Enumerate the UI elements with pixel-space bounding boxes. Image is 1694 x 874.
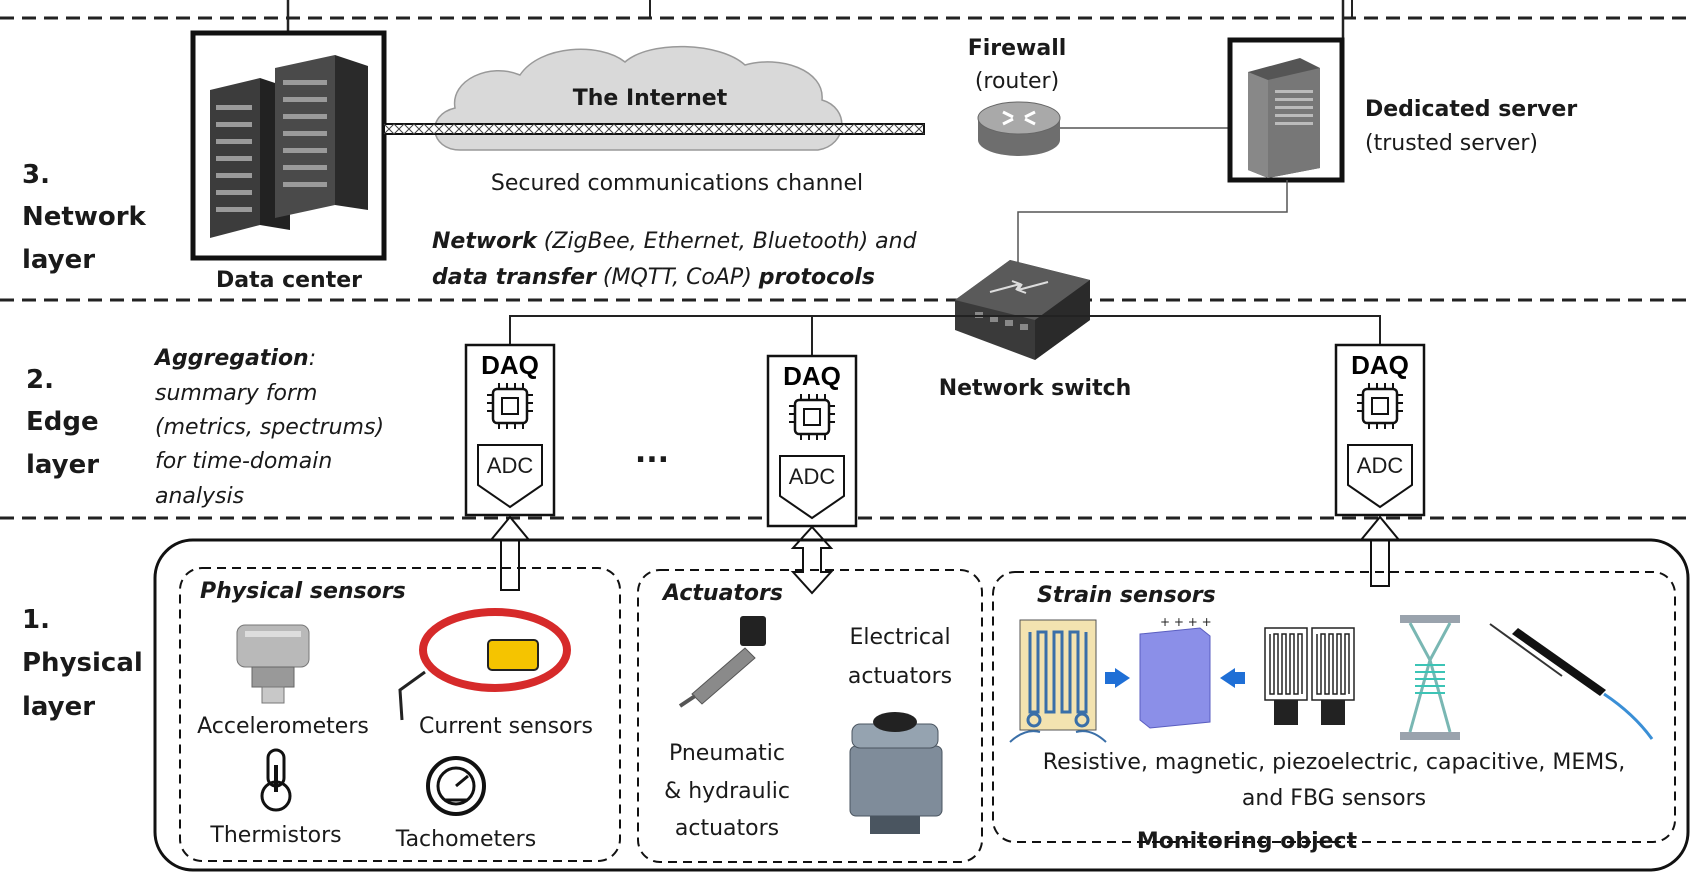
server-switch-link xyxy=(1017,180,1288,270)
svg-text:3.: 3. xyxy=(22,160,50,190)
svg-text:layer: layer xyxy=(26,450,99,480)
dedicated-server-label: Dedicated server xyxy=(1365,97,1577,122)
thermometer-icon xyxy=(260,748,292,812)
svg-text:Edge: Edge xyxy=(26,407,99,437)
physical-sensors-group: Physical sensors Accelerometers Current … xyxy=(179,567,621,862)
bidirectional-arrow-actuators xyxy=(790,525,834,595)
current-sensors-label: Current sensors xyxy=(419,714,593,739)
piezoelectric-sensor-icon: + + + + xyxy=(1105,615,1245,729)
protocols-data-transfer-rest: (MQTT, CoAP) xyxy=(596,265,759,290)
daq-label: DAQ xyxy=(783,361,841,391)
adc-block: ADC xyxy=(779,455,845,520)
protocols-protocols-bold: protocols xyxy=(758,265,875,290)
adc-block: ADC xyxy=(1347,444,1413,509)
protocols-network-bold: Network xyxy=(432,229,538,254)
up-arrow-physical-sensors xyxy=(488,515,532,591)
accelerometer-icon xyxy=(236,624,310,704)
physical-layer-label: 1. Physical layer xyxy=(22,605,143,722)
daq-label: DAQ xyxy=(1351,350,1409,380)
edge-layer-label: 2. Edge layer xyxy=(26,365,99,480)
svg-text:layer: layer xyxy=(22,245,95,275)
mems-sensor-icon xyxy=(1400,615,1460,740)
current-sensor-icon xyxy=(398,608,571,721)
server-tower-icon xyxy=(1248,58,1320,178)
protocols-network-rest: (ZigBee, Ethernet, Bluetooth) and xyxy=(537,229,918,254)
svg-text:Network: Network xyxy=(22,202,147,232)
daq-unit-2: DAQ ADC xyxy=(766,354,858,528)
accelerometers-label: Accelerometers xyxy=(197,714,369,739)
daq-unit-1: DAQ ADC xyxy=(464,343,556,517)
pneumatic-actuators-line-3: actuators xyxy=(675,816,779,841)
dedicated-server-sublabel: (trusted server) xyxy=(1365,131,1538,156)
firewall-router: Firewall (router) xyxy=(968,36,1067,156)
pneumatic-actuator-icon xyxy=(849,712,943,834)
server-rack-icon xyxy=(210,55,368,238)
firewall-label: Firewall xyxy=(968,36,1067,61)
tachometer-icon xyxy=(426,756,486,816)
secured-channel-cable xyxy=(383,123,925,135)
secured-channel-label: Secured communications channel xyxy=(491,171,863,196)
aggregation-line-3: for time-domain xyxy=(155,449,332,474)
data-center-label: Data center xyxy=(216,268,362,293)
thermistors-label: Thermistors xyxy=(209,823,341,848)
svg-text:Aggregation:: Aggregation: xyxy=(153,346,316,371)
svg-text:layer: layer xyxy=(22,692,95,722)
actuators-group: Actuators Electrical actuators Pneumatic… xyxy=(637,569,983,863)
strain-sensors-group: Strain sensors + + + + xyxy=(992,571,1676,843)
chip-icon xyxy=(1357,383,1403,429)
aggregation-line-1: summary form xyxy=(155,381,318,406)
svg-text:2.: 2. xyxy=(26,365,54,395)
monitoring-object-frame xyxy=(153,538,1690,872)
aggregation-colon: : xyxy=(309,346,316,371)
daq-bus-wire xyxy=(509,315,1381,345)
adc-label: ADC xyxy=(1357,453,1404,478)
strain-sensors-title: Strain sensors xyxy=(1037,583,1216,608)
electrical-actuators-line-2: actuators xyxy=(848,664,952,689)
protocols-text: Network (ZigBee, Ethernet, Bluetooth) an… xyxy=(432,229,918,290)
data-center: Data center xyxy=(190,30,387,293)
adc-label: ADC xyxy=(789,464,836,489)
aggregation-line-4: analysis xyxy=(155,484,244,509)
up-arrow-strain-sensors xyxy=(1358,515,1402,587)
daq-unit-3: DAQ ADC xyxy=(1334,343,1426,517)
resistive-strain-gauge-icon xyxy=(1009,619,1107,743)
svg-text:data transfer (MQTT, CoAP) pro: data transfer (MQTT, CoAP) protocols xyxy=(432,265,875,290)
chip-icon xyxy=(487,383,533,429)
pneumatic-actuators-line-2: & hydraulic xyxy=(664,779,790,804)
internet-label: The Internet xyxy=(573,86,728,111)
adc-label: ADC xyxy=(487,453,534,478)
dedicated-server: Dedicated server (trusted server) xyxy=(1227,37,1577,183)
network-switch: Network switch xyxy=(939,260,1132,401)
strain-sensors-desc-line-1: Resistive, magnetic, piezoelectric, capa… xyxy=(1043,750,1625,775)
network-switch-label: Network switch xyxy=(939,376,1132,401)
daq-label: DAQ xyxy=(481,350,539,380)
svg-text:+ + + +: + + + + xyxy=(1160,615,1212,629)
router-icon xyxy=(977,101,1061,156)
fbg-sensor-icon xyxy=(1489,623,1654,740)
adc-block: ADC xyxy=(477,444,543,509)
aggregation-text: Aggregation: summary form (metrics, spec… xyxy=(153,346,384,509)
tachometers-label: Tachometers xyxy=(395,827,536,852)
network-layer-label: 3. Network layer xyxy=(22,160,147,275)
svg-text:Network (ZigBee, Ethernet, Blu: Network (ZigBee, Ethernet, Bluetooth) an… xyxy=(432,229,918,254)
actuators-title: Actuators xyxy=(661,581,783,606)
protocols-data-transfer-bold: data transfer xyxy=(432,265,597,290)
electrical-actuators-line-1: Electrical xyxy=(849,625,950,650)
strain-sensors-desc-line-2: and FBG sensors xyxy=(1242,786,1426,811)
linear-actuator-icon xyxy=(678,616,766,708)
daq-ellipsis: ... xyxy=(635,435,669,470)
svg-text:1.: 1. xyxy=(22,605,50,635)
chip-icon xyxy=(789,394,835,440)
aggregation-bold: Aggregation xyxy=(153,346,309,371)
pneumatic-actuators-line-1: Pneumatic xyxy=(669,741,785,766)
svg-text:Physical: Physical xyxy=(22,648,143,678)
dual-strain-gauge-icon xyxy=(1264,627,1355,725)
physical-sensors-title: Physical sensors xyxy=(200,579,406,604)
firewall-sublabel: (router) xyxy=(975,69,1059,94)
aggregation-line-2: (metrics, spectrums) xyxy=(155,415,384,440)
